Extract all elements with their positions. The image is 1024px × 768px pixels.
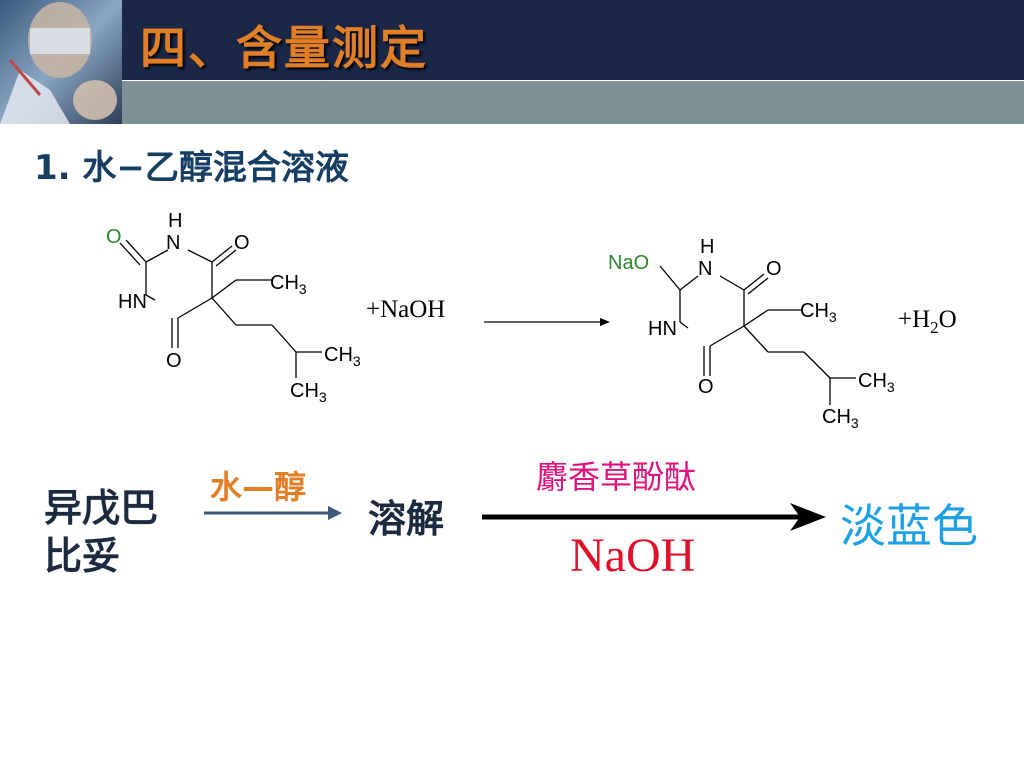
solvent-arrow-head — [328, 506, 342, 520]
header-photo — [0, 0, 122, 124]
product-nao: NaO — [608, 252, 650, 274]
byproduct-water: +H2O — [898, 306, 957, 337]
reactant-h-top: H — [168, 210, 183, 232]
reactant-o-right: O — [234, 232, 250, 254]
product-o-right: O — [766, 258, 782, 280]
reagent-naoh: +NaOH — [366, 296, 446, 323]
reactant-ch3-branch2: CH3 — [290, 380, 327, 405]
product-ch3-ethyl: CH3 — [800, 300, 837, 325]
reactant-ch3-ethyl: CH3 — [270, 272, 307, 297]
slide-subtitle: 1. 水−乙醇混合溶液 — [34, 148, 349, 188]
result-color: 淡蓝色 — [840, 499, 978, 553]
product-h-top: H — [700, 236, 715, 258]
step-dissolve: 溶解 — [368, 497, 445, 541]
titrant-label: NaOH — [570, 529, 696, 582]
slide-title: 四、含量测定 — [140, 21, 428, 75]
header-band — [122, 81, 1024, 124]
reactant-ch3-branch1: CH3 — [324, 344, 361, 369]
product-hn: HN — [648, 318, 677, 340]
product-ch3-branch2: CH3 — [822, 406, 859, 431]
substance-name: 异戊巴比妥 — [44, 486, 159, 578]
titration-arrow-head — [790, 503, 826, 531]
reactant-o-left: O — [106, 226, 122, 248]
reactant-n-top: N — [166, 232, 181, 254]
header-bar — [0, 0, 1024, 80]
indicator-label: 麝香草酚酞 — [536, 458, 697, 496]
product-n-top: N — [698, 258, 713, 280]
product-o-bottom: O — [698, 376, 714, 398]
reaction-arrow-head — [600, 318, 610, 326]
reactant-hn: HN — [118, 291, 147, 313]
product-ch3-branch1: CH3 — [858, 370, 895, 395]
solvent-label: 水—醇 — [210, 468, 307, 506]
reactant-o-bottom: O — [166, 350, 182, 372]
product-bonds — [659, 265, 856, 405]
